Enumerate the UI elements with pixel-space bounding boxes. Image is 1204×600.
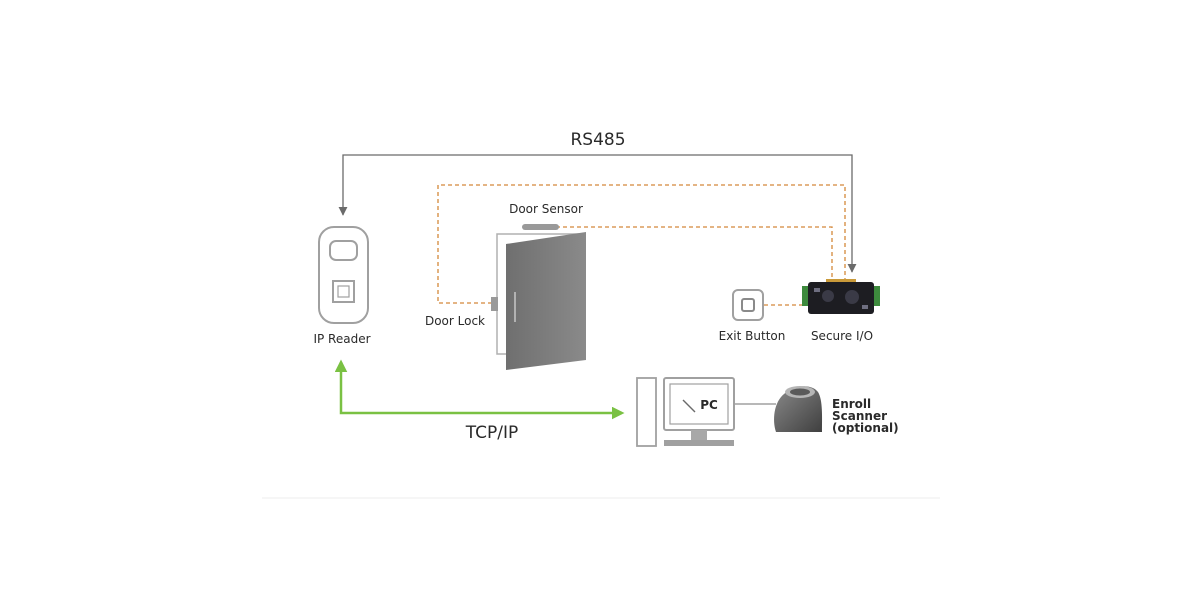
enroll-scanner-icon [774, 386, 823, 432]
tcp-ip-connection: TCP/IP [334, 359, 625, 443]
door-sensor-wire [556, 226, 833, 283]
io-wiring [437, 184, 846, 306]
pc-stand [691, 430, 707, 440]
door-sensor-icon [522, 224, 559, 230]
door-lock-icon [491, 297, 498, 311]
rs485-line [338, 154, 857, 273]
ip-reader: IP Reader [313, 226, 371, 346]
tcp-ip-label: TCP/IP [465, 423, 519, 443]
fingerprint-sensor-icon [332, 280, 355, 303]
enroll-scanner-label-line-1: Enroll [832, 397, 871, 411]
ip-reader-display [329, 240, 358, 261]
ip-reader-label: IP Reader [313, 332, 370, 346]
door-panel [506, 232, 586, 370]
pc-screen [669, 383, 729, 425]
door-sensor-label: Door Sensor [509, 202, 583, 216]
door-lock-wire [437, 184, 846, 304]
enroll-scanner-label-line-3: (optional) [832, 421, 899, 435]
enroll-scanner-label: Enroll Scanner (optional) [832, 397, 899, 435]
rs485-label: RS485 [570, 130, 625, 150]
rs485-connection: RS485 [338, 130, 857, 273]
enroll-scanner-label-line-2: Scanner [832, 409, 887, 423]
pc-tower [636, 377, 657, 447]
pc: PC [636, 377, 776, 447]
exit-button-icon [741, 298, 755, 312]
secure-io-board [808, 282, 874, 314]
enroll-scanner: Enroll Scanner (optional) [774, 386, 899, 435]
door-lock-label: Door Lock [425, 314, 485, 328]
tcp-ip-line [334, 359, 625, 420]
pc-label: PC [700, 398, 718, 412]
pc-base [664, 440, 734, 446]
secure-io: Secure I/O [802, 279, 880, 343]
exit-button: Exit Button [719, 289, 786, 343]
exit-button-label: Exit Button [719, 329, 786, 343]
secure-io-label: Secure I/O [811, 329, 873, 343]
door: Door Sensor Door Lock [425, 202, 586, 370]
